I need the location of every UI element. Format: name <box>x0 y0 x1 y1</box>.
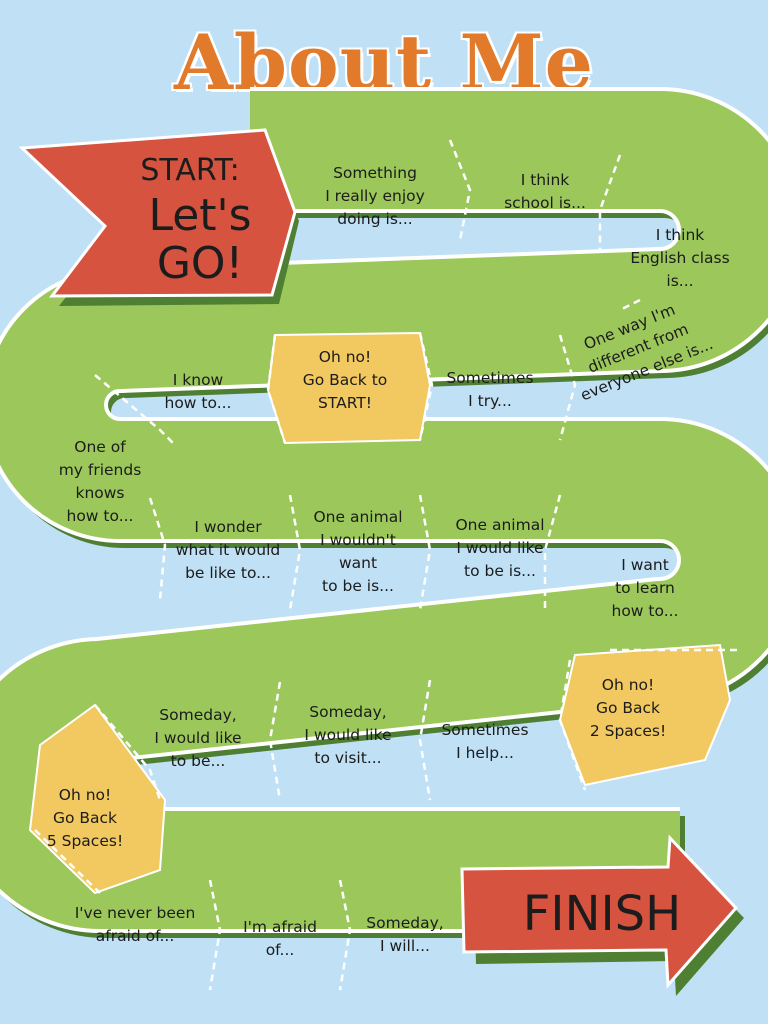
space-14-line-2: I help... <box>456 744 514 762</box>
start-label-1: START: <box>140 153 239 188</box>
space-3-line-1: I think <box>656 226 705 244</box>
space-12-line-3: how to... <box>612 602 679 620</box>
space-12-line-1: I want <box>621 556 669 574</box>
space-19-line-2: of... <box>266 941 295 959</box>
space-labels: Something I really enjoy doing is... I thin… <box>47 164 730 959</box>
space-17-line-1: Oh no! <box>59 786 111 804</box>
space-15-label: Someday, I would like to visit... <box>304 703 391 767</box>
space-dividers <box>34 139 740 991</box>
space-15-line-1: Someday, <box>309 703 386 721</box>
space-3-line-3: is... <box>666 272 693 290</box>
space-20-label: Someday, I will... <box>366 914 443 955</box>
space-1-line-3: doing is... <box>337 210 412 228</box>
space-5-line-1: Sometimes <box>446 369 533 387</box>
start-label-3: GO! <box>157 238 243 289</box>
space-9-label: I wonder what it would be like to... <box>176 518 280 582</box>
space-10-line-4: to be is... <box>322 577 394 595</box>
space-1-line-1: Something <box>333 164 417 182</box>
path-fill <box>0 91 768 929</box>
space-17-label: Oh no! Go Back 5 Spaces! <box>47 786 123 850</box>
space-16-line-2: I would like <box>154 729 241 747</box>
space-13-line-2: Go Back <box>596 699 660 717</box>
space-19-line-1: I'm afraid <box>243 918 317 936</box>
finish-arrow <box>460 834 744 996</box>
space-12-label: I want to learn how to... <box>612 556 679 620</box>
space-10-line-2: I wouldn't <box>320 531 396 549</box>
space-3-line-2: English class <box>630 249 729 267</box>
start-banner <box>18 128 299 306</box>
space-10-label: One animal I wouldn't want to be is... <box>313 508 402 595</box>
space-2-line-2: school is... <box>504 194 586 212</box>
space-10-line-1: One animal <box>313 508 402 526</box>
space-16-line-1: Someday, <box>159 706 236 724</box>
space-16-label: Someday, I would like to be... <box>154 706 241 770</box>
space-6-line-2: Go Back to <box>303 371 388 389</box>
space-2-line-1: I think <box>521 171 570 189</box>
space-13-line-3: 2 Spaces! <box>590 722 666 740</box>
space-7-line-2: how to... <box>165 394 232 412</box>
space-18-line-1: I've never been <box>75 904 196 922</box>
space-6-line-1: Oh no! <box>319 348 371 366</box>
space-7-label: I know how to... <box>165 371 232 412</box>
finish-label: FINISH <box>523 886 681 942</box>
space-5-line-2: I try... <box>468 392 512 410</box>
space-20-line-2: I will... <box>380 937 430 955</box>
space-14-label: Sometimes I help... <box>441 721 528 762</box>
space-8-label: One of my friends knows how to... <box>59 438 142 525</box>
space-19-label: I'm afraid of... <box>243 918 317 959</box>
space-11-label: One animal I would like to be is... <box>455 516 544 580</box>
space-8-line-3: knows <box>75 484 124 502</box>
space-5-label: Sometimes I try... <box>446 369 533 410</box>
space-20-line-1: Someday, <box>366 914 443 932</box>
space-8-line-2: my friends <box>59 461 142 479</box>
space-9-line-2: what it would <box>176 541 280 559</box>
space-16-line-3: to be... <box>171 752 226 770</box>
space-8-line-1: One of <box>74 438 126 456</box>
space-13-label: Oh no! Go Back 2 Spaces! <box>590 676 666 740</box>
space-8-line-4: how to... <box>67 507 134 525</box>
space-11-line-2: I would like <box>456 539 543 557</box>
space-1-label: Something I really enjoy doing is... <box>325 164 425 228</box>
space-10-line-3: want <box>339 554 377 572</box>
space-17-line-2: Go Back <box>53 809 117 827</box>
space-18-label: I've never been afraid of... <box>75 904 196 945</box>
space-2-label: I think school is... <box>504 171 586 212</box>
space-17-line-3: 5 Spaces! <box>47 832 123 850</box>
space-11-line-1: One animal <box>455 516 544 534</box>
space-18-line-2: afraid of... <box>96 927 175 945</box>
space-13-line-1: Oh no! <box>602 676 654 694</box>
space-9-line-3: be like to... <box>185 564 271 582</box>
space-1-line-2: I really enjoy <box>325 187 425 205</box>
space-9-line-1: I wonder <box>194 518 262 536</box>
space-6-label: Oh no! Go Back to START! <box>303 348 388 412</box>
start-label-2: Let's <box>148 190 251 241</box>
space-15-line-2: I would like <box>304 726 391 744</box>
space-6-line-3: START! <box>318 394 372 412</box>
space-14-line-1: Sometimes <box>441 721 528 739</box>
space-7-line-1: I know <box>173 371 224 389</box>
space-12-line-2: to learn <box>615 579 675 597</box>
space-15-line-3: to visit... <box>314 749 381 767</box>
space-11-line-3: to be is... <box>464 562 536 580</box>
